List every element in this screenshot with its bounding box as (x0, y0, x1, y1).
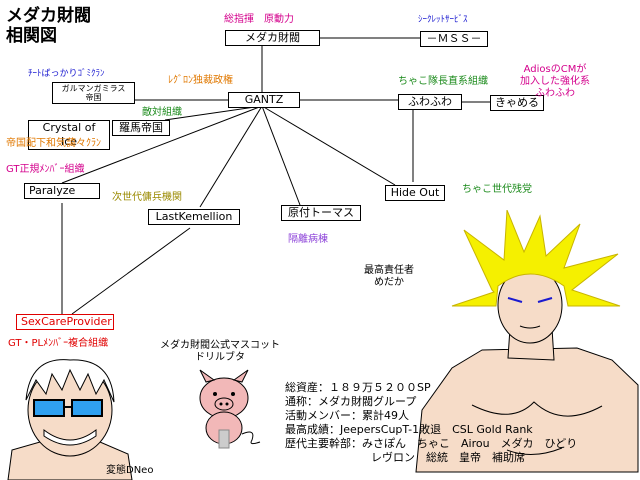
label-teikoku: 帝国配下和気藹々ｸﾗﾝ (6, 138, 101, 149)
info-executives-cont: レヴロン 総統 皇帝 補助席 (371, 451, 525, 464)
line-gantz-hideout (261, 105, 396, 186)
node-roma[interactable]: 羅馬帝国 (112, 120, 170, 136)
info-panel: 総資産：１８９万５２００SP 通称：メダカ財閥グループ 活動メンバー：累計49人… (285, 381, 577, 465)
diagram-title: メダカ財閥 相関図 (6, 6, 91, 46)
label-secret: ｼｰｸﾚｯﾄｻｰﾋﾞｽ (418, 15, 468, 25)
node-paralyze[interactable]: Paralyze (24, 183, 100, 199)
info-alias: 通称：メダカ財閥グループ (285, 395, 417, 408)
label-mascot: メダカ財閥公式マスコット ドリルブタ (160, 340, 280, 363)
label-chako-chokkei: ちゃこ隊長直系組織 (398, 76, 488, 87)
info-executives: 歴代主要幹部：みさぽん ちゃこ Airou メダカ ひどり (285, 437, 578, 450)
node-crystal[interactable]: Crystal of Ice (28, 120, 110, 150)
line-gantz-harazuke (261, 105, 301, 206)
line-lastkemellion-sexcare (71, 227, 191, 315)
node-mss[interactable]: －ＭＳＳ－ (420, 31, 488, 47)
node-fuwafuwa[interactable]: ふわふわ (398, 94, 462, 110)
label-gt-pl: GT・PLﾒﾝﾊﾞｰ複合組織 (8, 338, 109, 349)
node-medaka[interactable]: メダカ財閥 (225, 30, 320, 46)
label-regulon: ﾚｸﾞﾛﾝ独裁政権 (168, 75, 233, 86)
node-galman[interactable]: ガルマンガミラス 帝国 (52, 82, 135, 104)
title-line1: メダカ財閥 (6, 6, 91, 26)
line-gantz-roma (164, 105, 263, 121)
medaka-character-illustration (415, 210, 639, 473)
node-harazuke[interactable]: 原付トーマス (281, 205, 361, 221)
label-gt-seiki: GT正規ﾒﾝﾊﾞｰ組織 (6, 164, 85, 175)
info-total-assets: 総資産：１８９万５２００SP (285, 381, 431, 394)
label-kakuri: 隔離病棟 (288, 234, 328, 245)
label-cheat: ﾁｰﾄばっかりｺﾞﾐｸﾗﾝ (28, 69, 105, 79)
node-sexcare[interactable]: SexCareProvider (16, 314, 114, 330)
info-members: 活動メンバー：累計49人 (285, 409, 409, 422)
node-hideout[interactable]: Hide Out (385, 185, 445, 201)
line-gantz-lastkemellion (199, 105, 263, 208)
label-jisedai: 次世代傭兵機関 (112, 192, 182, 203)
label-soushiki: 総指揮 原動力 (224, 14, 294, 25)
info-best-result: 最高成績：JeepersCupT-1敗退 CSL Gold Rank (285, 423, 533, 436)
label-tekitai: 敵対組織 (142, 107, 182, 118)
label-saikou: 最高責任者 めだか (364, 265, 414, 288)
node-lastkemellion[interactable]: LastKemellion (148, 209, 240, 225)
line-gantz-paralyze (61, 105, 263, 184)
dneo-character-illustration (7, 359, 133, 480)
drill-pig-mascot (199, 369, 261, 449)
node-gantz[interactable]: GANTZ (228, 92, 300, 108)
title-line2: 相関図 (6, 26, 57, 46)
label-chako-sedai: ちゃこ世代残党 (462, 184, 532, 195)
label-hentai: 変態DNeo (106, 465, 154, 476)
node-kyameru[interactable]: きゃめる (490, 95, 544, 111)
label-adios: AdiosのCMが 加入した強化系 ふわふわ (520, 64, 590, 99)
